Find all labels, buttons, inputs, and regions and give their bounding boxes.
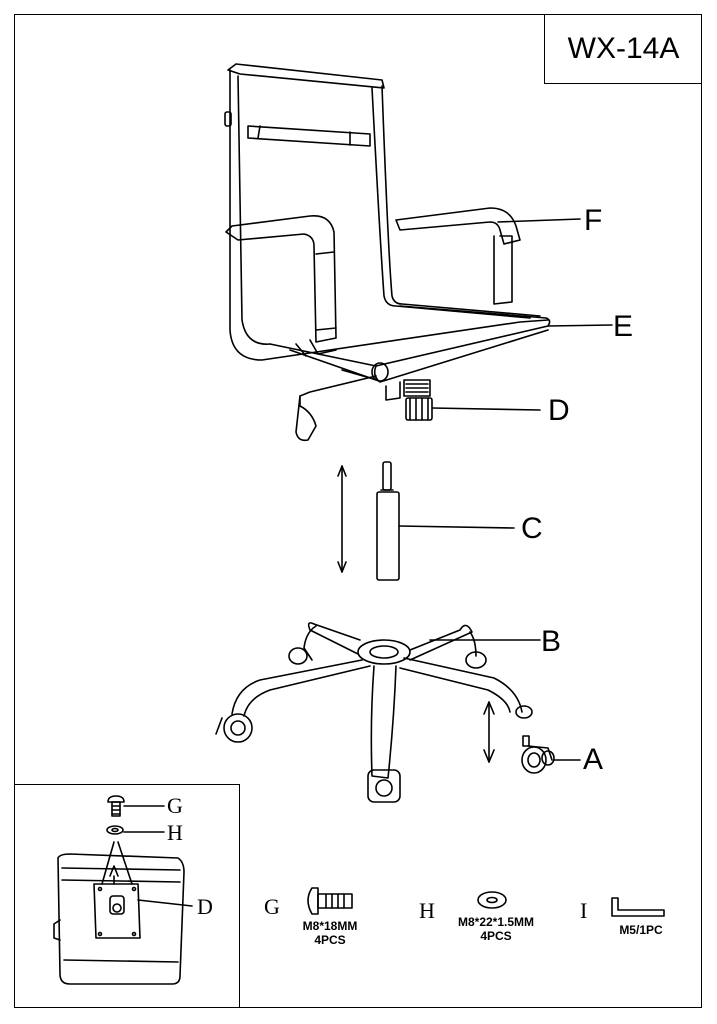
caster-a xyxy=(521,735,581,774)
label-b: B xyxy=(541,625,562,658)
armrest-right xyxy=(395,207,521,305)
hardware-spec-i: M5/1PC xyxy=(606,923,676,937)
label-a: A xyxy=(583,743,604,776)
label-e: E xyxy=(613,310,634,343)
hardware-bolt-icon xyxy=(307,887,353,915)
gas-cylinder-c xyxy=(337,461,515,581)
detail-label-g: G xyxy=(167,793,183,818)
detail-washer-h xyxy=(106,825,165,835)
label-d: D xyxy=(548,394,570,427)
detail-inset-box xyxy=(14,784,240,1008)
hardware-washer-icon xyxy=(477,891,507,909)
connector-d xyxy=(403,379,541,421)
tilt-mechanism xyxy=(295,369,401,442)
hardware-g-size: M8*18MM xyxy=(302,919,358,933)
hardware-spec-g: M8*18MM 4PCS xyxy=(292,919,368,947)
detail-label-d: D xyxy=(197,894,213,919)
hardware-g-qty: 4PCS xyxy=(314,933,346,947)
armrest-left xyxy=(225,215,337,355)
label-c: C xyxy=(521,512,543,545)
leader-f xyxy=(497,218,581,223)
height-arrow-right xyxy=(483,701,495,763)
hardware-letter-i: I xyxy=(580,898,588,923)
hardware-letter-g: G xyxy=(264,894,280,919)
hardware-spec-h: M8*22*1.5MM 4PCS xyxy=(446,915,546,943)
hardware-letter-h: H xyxy=(419,898,435,923)
hardware-h-qty: 4PCS xyxy=(480,929,512,943)
detail-bolt-g xyxy=(107,795,165,817)
page-border xyxy=(14,14,702,1008)
model-number: WX-14A xyxy=(544,14,702,84)
chair-back xyxy=(224,63,549,361)
detail-seat-underside xyxy=(53,841,193,985)
hardware-h-size: M8*22*1.5MM xyxy=(457,915,535,929)
detail-label-h: H xyxy=(167,820,183,845)
five-star-base-b xyxy=(231,622,541,779)
hardware-i-size: M5/1PC xyxy=(619,923,663,937)
hardware-allen-key-icon xyxy=(611,897,665,917)
label-f: F xyxy=(584,204,603,237)
base-casters xyxy=(215,647,533,803)
leader-e xyxy=(547,324,613,327)
